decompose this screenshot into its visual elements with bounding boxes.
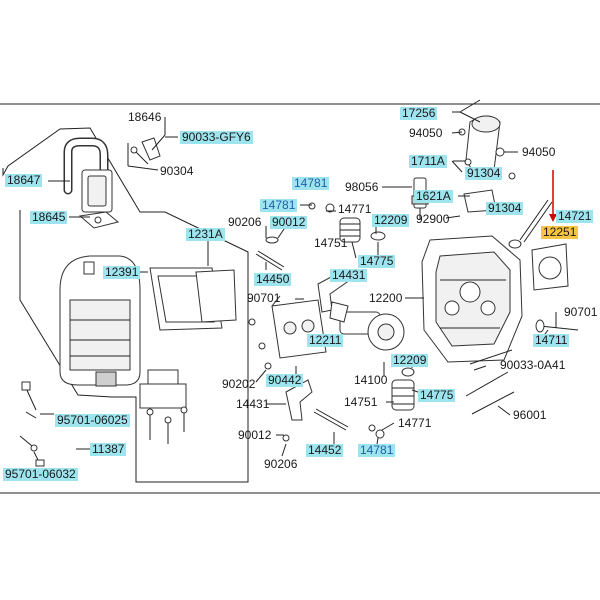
label-98056: 98056 <box>345 180 379 194</box>
valve-14711-part <box>535 319 579 333</box>
shaft-14450-part <box>255 250 285 271</box>
label-90033-gfy6: 90033-GFY6 <box>180 130 253 144</box>
valve-14721-part <box>508 199 553 249</box>
label-14452: 14452 <box>306 443 344 457</box>
head-cover-part <box>59 255 141 387</box>
label-14751-b: 14751 <box>344 395 378 409</box>
bolt-95701-06032-part <box>33 451 45 467</box>
callout-arrow <box>549 170 557 222</box>
label-14771-b: 14771 <box>398 416 432 430</box>
label-14431-a: 14431 <box>330 268 368 282</box>
label-14771-a: 14771 <box>338 202 372 216</box>
retainer-part <box>370 231 415 377</box>
breather-tube-part <box>63 137 113 213</box>
label-12209-a: 12209 <box>372 213 410 227</box>
label-91304-a: 91304 <box>465 166 503 180</box>
label-1711a: 1711A <box>409 154 447 168</box>
cover-bolts-part <box>139 369 188 444</box>
label-94050-b: 94050 <box>522 145 556 159</box>
cover-group-outline <box>2 127 249 483</box>
label-12251: 12251 <box>541 225 579 239</box>
label-14775-b: 14775 <box>418 388 456 402</box>
bolt-11387-part <box>19 435 38 452</box>
spring-14751-lower-part <box>391 379 415 411</box>
label-90701-a: 90701 <box>247 291 281 305</box>
label-92900: 92900 <box>416 212 450 226</box>
plate-90033-part <box>141 137 161 161</box>
label-95701-06025: 95701-06025 <box>55 413 130 427</box>
label-90304: 90304 <box>160 164 194 178</box>
rocker-arm-lower-part <box>285 379 313 421</box>
label-90012-a: 90012 <box>270 215 308 229</box>
label-18645: 18645 <box>30 210 68 224</box>
label-1621a: 1621A <box>414 189 453 203</box>
head-gasket-part <box>531 243 569 291</box>
label-14781-c: 14781 <box>358 443 396 457</box>
label-14775-a: 14775 <box>358 254 396 268</box>
label-95701-06032: 95701-06032 <box>3 467 78 481</box>
gasket-18645-part <box>78 211 120 229</box>
label-90012-b: 90012 <box>238 428 272 442</box>
label-14711: 14711 <box>533 333 570 347</box>
label-12209-b: 12209 <box>391 353 429 367</box>
studs-96001-part <box>465 349 515 415</box>
gasket-12391-part <box>149 267 237 331</box>
label-11387: 11387 <box>90 442 127 456</box>
label-90033-0a41: 90033-0A41 <box>500 358 566 372</box>
label-18647: 18647 <box>5 173 43 187</box>
label-14721: 14721 <box>556 209 594 223</box>
bolt-95701-06025-part <box>21 381 37 419</box>
label-14431-b: 14431 <box>236 397 270 411</box>
label-1231a: 1231A <box>186 227 225 241</box>
label-12200: 12200 <box>369 291 403 305</box>
label-14781-a: 14781 <box>292 176 330 190</box>
label-96001: 96001 <box>513 408 547 422</box>
label-12211: 12211 <box>307 333 344 347</box>
label-90442: 90442 <box>266 373 304 387</box>
label-90206-b: 90206 <box>264 457 298 471</box>
label-90206-a: 90206 <box>228 215 262 229</box>
label-14100: 14100 <box>354 373 388 387</box>
cylinder-head-part <box>421 235 523 363</box>
label-12391: 12391 <box>103 265 141 279</box>
leader-lines <box>40 99 557 457</box>
spring-14751-upper-part <box>339 217 361 243</box>
rocker-holder-part <box>271 295 327 359</box>
camshaft-part <box>329 301 405 351</box>
bolt-90304-part <box>130 146 149 165</box>
label-94050-a: 94050 <box>409 126 443 140</box>
label-14781-b: 14781 <box>260 198 298 212</box>
label-90202: 90202 <box>222 377 256 391</box>
label-14450: 14450 <box>254 272 292 286</box>
label-91304-b: 91304 <box>486 201 524 215</box>
shaft-14452-part <box>313 408 349 431</box>
label-14751-a: 14751 <box>314 236 348 250</box>
label-17256: 17256 <box>400 106 438 120</box>
small-bolts-part <box>248 158 516 442</box>
label-90701-b: 90701 <box>564 305 598 319</box>
label-18646: 18646 <box>128 110 162 124</box>
